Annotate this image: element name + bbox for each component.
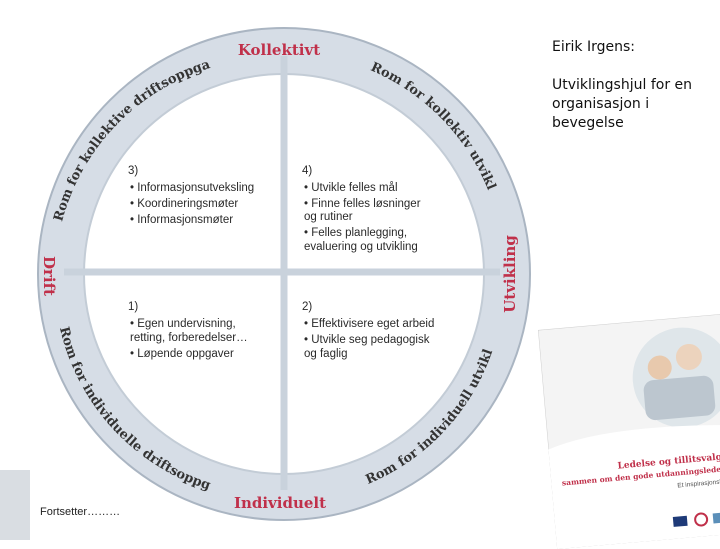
quadrant-4-line: • Utvikle felles mål: [304, 182, 398, 194]
quadrant-2-line: • Utvikle seg pedagogisk: [304, 334, 430, 346]
quadrant-4-line: • Finne felles løsninger: [304, 198, 421, 210]
label-utvikling: Utvikling: [501, 235, 519, 313]
label-kollektivt: Kollektivt: [238, 41, 320, 59]
quadrant-1-line: • Løpende oppgaver: [130, 348, 234, 360]
background-bar: [0, 470, 30, 540]
brochure-lower-panel: [548, 425, 720, 549]
quadrant-1-line: • Egen undervisning,: [130, 318, 236, 330]
caption-title: Utviklingshjul for en organisasjon i bev…: [552, 77, 693, 131]
quadrant-4-line: • Felles planlegging,: [304, 227, 407, 239]
continued-note: Fortsetter………: [40, 506, 121, 518]
brochure-logo-icon: [694, 512, 709, 527]
person-face-icon: [675, 343, 702, 370]
quadrant-1-number: 1): [128, 301, 138, 313]
side-caption: Eirik Irgens: Utviklingshjul for en orga…: [552, 38, 712, 133]
label-drift: Drift: [40, 256, 58, 296]
brochure-logo-icon: [672, 515, 688, 527]
development-wheel: Kollektivt Individuelt Drift Utvikling R…: [0, 0, 531, 521]
quadrant-3-number: 3): [128, 165, 138, 177]
quadrant-2-number: 2): [302, 301, 312, 313]
person-body-icon: [643, 375, 716, 421]
quadrant-4-line: og rutiner: [304, 211, 353, 223]
quadrant-3-line: • Informasjonsutveksling: [130, 182, 254, 194]
quadrant-4-number: 4): [302, 165, 312, 177]
quadrant-1-line: retting, forberedelser…: [130, 332, 248, 344]
person-face-icon: [647, 355, 672, 380]
label-individuelt: Individuelt: [234, 494, 326, 512]
quadrant-2-line: og faglig: [304, 348, 347, 360]
quadrant-4-line: evaluering og utvikling: [304, 241, 418, 253]
brochure-logo-icon: [712, 511, 720, 524]
brochure-cover-image: Ledelse og tillitsvalgte sammen om den g…: [538, 313, 720, 549]
brochure-subtitle: Et inspirasjonshefte: [677, 477, 720, 489]
author-name: Eirik Irgens:: [552, 39, 635, 55]
quadrant-3-line: • Koordineringsmøter: [130, 198, 238, 210]
quadrant-3-line: • Informasjonsmøter: [130, 214, 233, 226]
quadrant-2-line: • Effektivisere eget arbeid: [304, 318, 434, 330]
